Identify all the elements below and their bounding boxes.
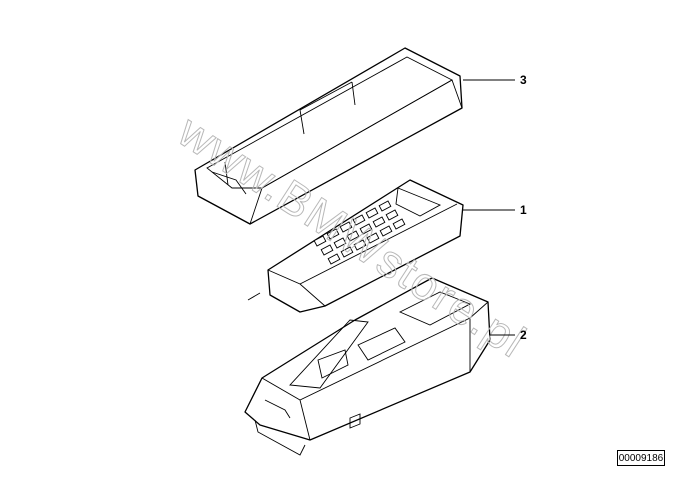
part-1-handset [247, 179, 464, 313]
callout-2: 2 [490, 328, 527, 342]
callout-number: 3 [520, 73, 527, 87]
callout-3: 3 [463, 73, 527, 87]
reference-number: 00009186 [617, 450, 665, 466]
part-2-base-holder [244, 277, 491, 456]
part-3-cradle-cover [194, 47, 463, 225]
callout-1: 1 [463, 203, 527, 217]
keypad [313, 200, 406, 265]
callout-number: 1 [520, 203, 527, 217]
callout-number: 2 [520, 328, 527, 342]
